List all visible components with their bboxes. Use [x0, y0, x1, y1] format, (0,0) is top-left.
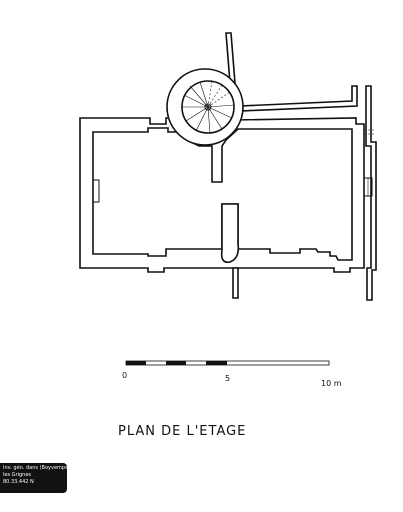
scale-bar [125, 360, 330, 366]
scale-label-zero: 0 [122, 371, 128, 380]
stamp-line-1: Inv. gén. dans (Boyvemps) [3, 465, 67, 471]
plan-title: PLAN DE L'ETAGE [118, 424, 247, 439]
archive-stamp: Inv. gén. dans (Boyvemps) les Grignes 80… [0, 463, 67, 493]
adjoining-wall-northeast [239, 85, 358, 112]
stair-tower [166, 68, 244, 146]
main-building-walls [79, 117, 365, 273]
scale-label-five: 5 [225, 374, 231, 383]
stamp-line-3: 80.33.442 N [3, 479, 34, 485]
west-wall-recess [92, 179, 100, 203]
east-wall-openings [363, 129, 374, 197]
adjoining-wall-east [365, 85, 377, 301]
scale-label-ten: 10 m [321, 379, 342, 388]
interior-partition [220, 203, 240, 299]
stamp-line-2: les Grignes [3, 472, 32, 478]
